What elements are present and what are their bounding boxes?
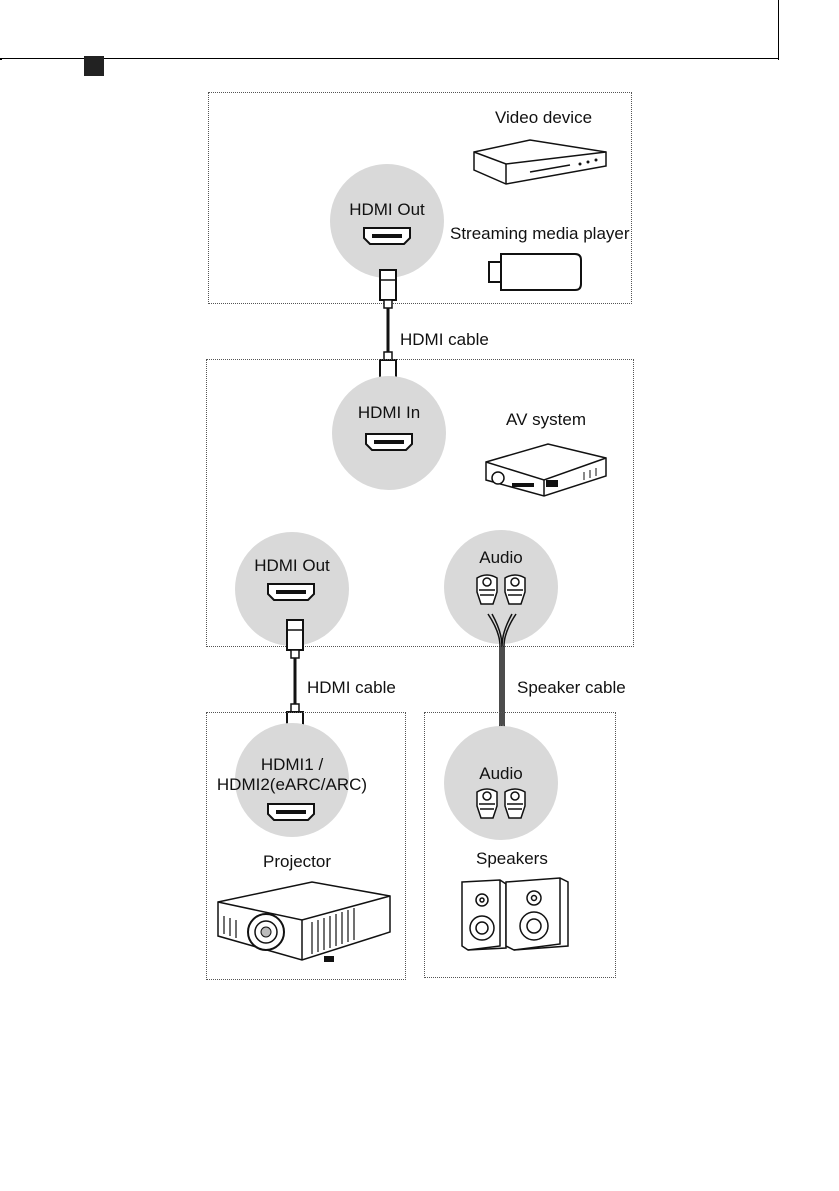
- crop-mark-top-right: [778, 0, 779, 60]
- hdmi-out-port-circle: [330, 164, 444, 278]
- hdmi-cable-1-label: HDMI cable: [400, 331, 489, 350]
- audio-terminal-icon: [473, 786, 529, 820]
- video-device-icon: [470, 136, 610, 186]
- section-marker: [84, 56, 104, 76]
- speakers-icon: [456, 876, 572, 952]
- projector-icon: [212, 876, 396, 964]
- audio-terminal-icon: [473, 572, 529, 606]
- hdmi-out-label: HDMI Out: [330, 200, 444, 220]
- projector-hdmi-label-line1: HDMI1 /: [261, 755, 323, 774]
- av-hdmi-out-label: HDMI Out: [235, 556, 349, 576]
- hdmi-in-label: HDMI In: [332, 403, 446, 423]
- speaker-cable-label: Speaker cable: [517, 679, 626, 698]
- streaming-media-player-label: Streaming media player: [450, 225, 630, 244]
- hdmi-port-icon: [362, 226, 412, 246]
- crop-mark-top-rule: [0, 58, 779, 59]
- video-device-label: Video device: [495, 109, 592, 128]
- av-audio-label: Audio: [444, 548, 558, 568]
- av-system-label: AV system: [506, 411, 586, 430]
- projector-label: Projector: [263, 853, 331, 872]
- hdmi-port-icon: [266, 582, 316, 602]
- hdmi-cable-2-label: HDMI cable: [307, 679, 396, 698]
- hdmi-port-icon: [364, 432, 414, 452]
- speakers-label: Speakers: [476, 850, 548, 869]
- streaming-stick-icon: [487, 252, 583, 292]
- projector-hdmi-label: HDMI1 / HDMI2(eARC/ARC): [206, 755, 378, 794]
- speaker-audio-label: Audio: [444, 764, 558, 784]
- av-receiver-icon: [480, 440, 610, 498]
- hdmi-port-icon: [266, 802, 316, 822]
- projector-hdmi-label-line2: HDMI2(eARC/ARC): [217, 775, 367, 794]
